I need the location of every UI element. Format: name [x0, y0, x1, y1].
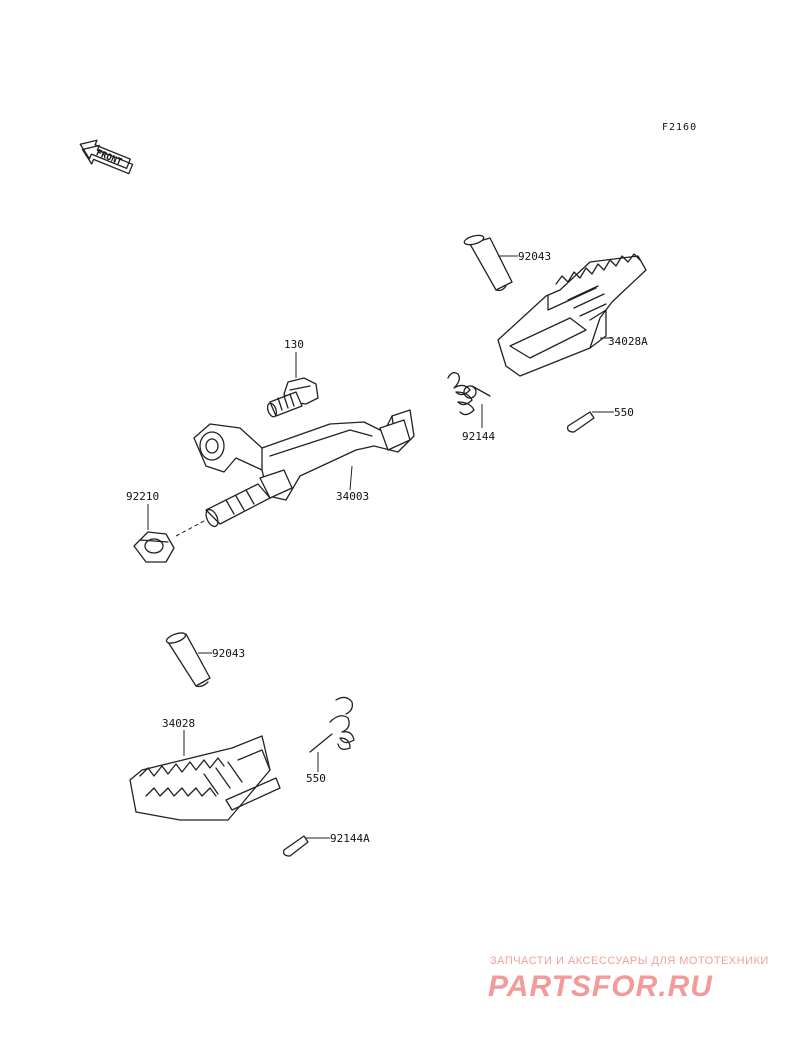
pin-92043-bottom [165, 632, 211, 688]
watermark-brand: PARTSFOR.RU [488, 970, 713, 1003]
watermark-subtitle: ЗАПЧАСТИ И АКСЕССУАРЫ ДЛЯ МОТОТЕХНИКИ [490, 955, 769, 967]
brake-pedal-34003 [193, 409, 415, 501]
diagram-code: F2160 [662, 122, 697, 133]
label-92043-bottom: 92043 [212, 647, 245, 660]
spring-92144A [309, 696, 355, 753]
label-92144A: 550 [306, 772, 326, 785]
label-34003: 34003 [336, 490, 369, 503]
label-550-top: 550 [614, 406, 634, 419]
pin-92043-top [463, 234, 513, 292]
nut-92210 [133, 531, 175, 563]
cotter-pin-550-top [566, 411, 595, 433]
front-arrow-icon: FRONT [79, 139, 134, 175]
label-550-bottom: 92144A [330, 832, 370, 845]
footpeg-34028 [129, 735, 281, 821]
label-130: 130 [284, 338, 304, 351]
cotter-pin-550-bottom [282, 835, 309, 857]
label-34028A: 34028A [608, 335, 648, 348]
footpeg-34028A [497, 253, 647, 377]
label-92144: 92144 [462, 430, 495, 443]
spring-92144 [447, 372, 491, 416]
bolt-130 [266, 377, 319, 418]
label-92210: 92210 [126, 490, 159, 503]
label-34028: 34028 [162, 717, 195, 730]
label-92043-top: 92043 [518, 250, 551, 263]
pivot-shaft [205, 469, 293, 528]
